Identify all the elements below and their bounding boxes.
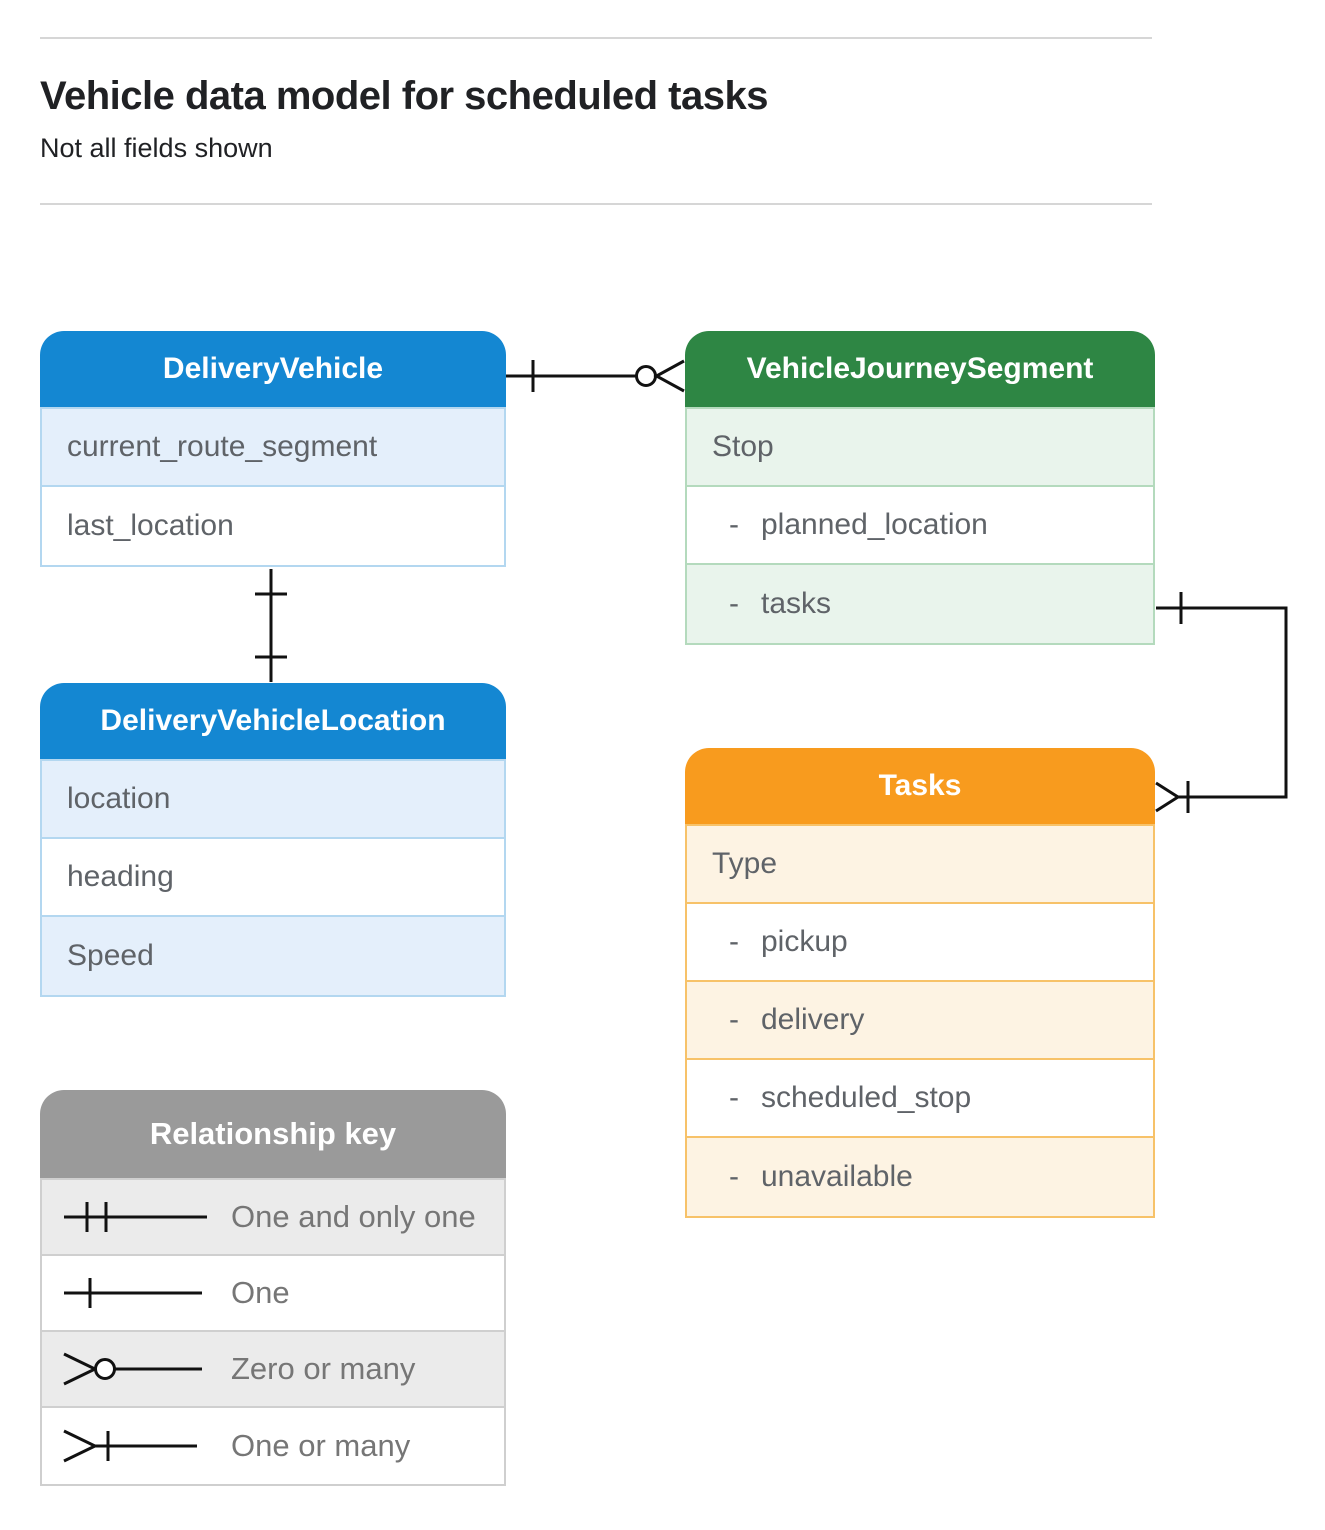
- page-title: Vehicle data model for scheduled tasks: [40, 74, 768, 118]
- field-dash: -: [729, 1160, 739, 1193]
- crow-foot: [653, 359, 685, 393]
- entity-vehicle-journey-segment: VehicleJourneySegment Stop - planned_loc…: [685, 331, 1155, 645]
- field-scheduled-stop: - scheduled_stop: [687, 1060, 1153, 1138]
- entity-delivery-vehicle-location-header: DeliveryVehicleLocation: [40, 683, 506, 759]
- relationship-key: Relationship key One and only one One: [40, 1090, 506, 1486]
- connector-deliveryvehicle-deliveryvehiclelocation: [255, 569, 287, 682]
- field-label: planned_location: [761, 508, 988, 541]
- entity-tasks-header: Tasks: [685, 748, 1155, 824]
- divider-bottom: [40, 203, 1152, 205]
- divider-top: [40, 37, 1152, 39]
- entity-delivery-vehicle: DeliveryVehicle current_route_segment la…: [40, 331, 506, 567]
- zero-circle: [635, 365, 657, 387]
- legend-item-one-and-only-one: One and only one: [42, 1180, 504, 1256]
- field-label: last_location: [67, 509, 234, 542]
- legend-item-one-or-many: One or many: [42, 1408, 504, 1484]
- field-label: delivery: [761, 1003, 865, 1036]
- field-dash: -: [729, 1003, 739, 1036]
- entity-delivery-vehicle-body: current_route_segment last_location: [40, 407, 506, 567]
- entity-tasks: Tasks Type - pickup - delivery - schedul…: [685, 748, 1155, 1218]
- field-label: location: [67, 782, 171, 815]
- field-dash: -: [729, 587, 739, 620]
- field-label: scheduled_stop: [761, 1081, 972, 1114]
- entity-vehicle-journey-segment-body: Stop - planned_location - tasks: [685, 407, 1155, 645]
- entity-delivery-vehicle-location: DeliveryVehicleLocation location heading…: [40, 683, 506, 997]
- field-label: pickup: [761, 925, 848, 958]
- field-label: unavailable: [761, 1160, 913, 1193]
- field-dash: -: [729, 508, 739, 541]
- relationship-key-header: Relationship key: [40, 1090, 506, 1178]
- legend-label: One or many: [231, 1428, 411, 1463]
- field-label: tasks: [761, 587, 832, 620]
- legend-item-one: One: [42, 1256, 504, 1332]
- field-current-route-segment: current_route_segment: [42, 409, 504, 487]
- field-stop: Stop: [687, 409, 1153, 487]
- zero-or-many-icon: [63, 1352, 202, 1386]
- entity-title: DeliveryVehicle: [162, 352, 384, 385]
- field-planned-location: - planned_location: [687, 487, 1153, 565]
- field-label: current_route_segment: [67, 430, 378, 463]
- relationship-key-body: One and only one One Zero or many: [40, 1178, 506, 1486]
- one-or-many-icon: [63, 1429, 197, 1463]
- field-type: Type: [687, 826, 1153, 904]
- entity-title: Tasks: [878, 769, 962, 802]
- connector-vehiclejourneysegment-tasks: [1155, 592, 1288, 813]
- field-location: location: [42, 761, 504, 839]
- legend-label: One: [231, 1275, 290, 1310]
- field-heading: heading: [42, 839, 504, 917]
- field-tasks: - tasks: [687, 565, 1153, 643]
- field-label: Type: [712, 847, 778, 880]
- entity-title: VehicleJourneySegment: [746, 352, 1094, 385]
- field-dash: -: [729, 925, 739, 958]
- entity-title: DeliveryVehicleLocation: [100, 704, 446, 737]
- crow-foot: [1155, 781, 1181, 813]
- entity-delivery-vehicle-header: DeliveryVehicle: [40, 331, 506, 407]
- field-pickup: - pickup: [687, 904, 1153, 982]
- entity-delivery-vehicle-location-body: location heading Speed: [40, 759, 506, 997]
- entity-vehicle-journey-segment-header: VehicleJourneySegment: [685, 331, 1155, 407]
- page-subtitle: Not all fields shown: [40, 133, 273, 163]
- legend-title: Relationship key: [149, 1116, 397, 1151]
- connector-deliveryvehicle-vehiclejourneysegment: [506, 359, 685, 393]
- entity-tasks-body: Type - pickup - delivery - scheduled_sto…: [685, 824, 1155, 1218]
- field-dash: -: [729, 1081, 739, 1114]
- field-label: Speed: [67, 939, 154, 972]
- one-icon: [64, 1278, 202, 1308]
- field-unavailable: - unavailable: [687, 1138, 1153, 1216]
- one-and-only-one-icon: [64, 1202, 207, 1232]
- field-last-location: last_location: [42, 487, 504, 565]
- field-delivery: - delivery: [687, 982, 1153, 1060]
- legend-item-zero-or-many: Zero or many: [42, 1332, 504, 1408]
- field-speed: Speed: [42, 917, 504, 995]
- field-label: Stop: [712, 430, 774, 463]
- legend-label: Zero or many: [231, 1351, 416, 1386]
- legend-label: One and only one: [231, 1199, 476, 1234]
- field-label: heading: [67, 860, 174, 893]
